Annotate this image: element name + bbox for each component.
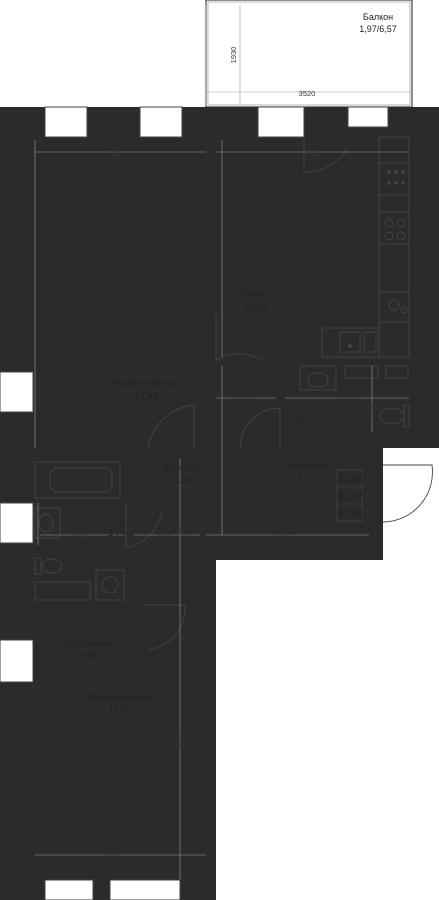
total-with-balcony: 67,84 — [337, 508, 363, 520]
washbasin-small — [299, 365, 337, 391]
bath-washer — [95, 569, 125, 601]
dim-living1-height: 5770 — [41, 288, 50, 305]
dim-hall-width: 3165 — [279, 532, 296, 541]
kitchen-name: Кухня — [243, 289, 267, 299]
bath-washbasin — [34, 507, 61, 539]
dim-living1-width: 3110 — [107, 149, 123, 158]
wall-wardrobe — [33, 609, 35, 610]
window-living2-left — [0, 639, 34, 683]
window-living2-bottom-b — [109, 879, 181, 900]
wall-living1-bottom — [33, 448, 133, 458]
bath-toilet — [41, 558, 63, 574]
hall-area: 2,77 — [297, 473, 315, 483]
wall-bath-right — [126, 458, 134, 503]
window-bath-left — [0, 502, 34, 544]
dim-corridor-width: 1320 — [235, 395, 252, 404]
dim-bath-width: 1760 — [72, 532, 89, 541]
door-entrance — [382, 464, 433, 523]
living2-name: Жилая комната — [87, 692, 152, 702]
wall-bath-right-lower — [126, 545, 134, 600]
door-balcony — [303, 122, 349, 173]
bath-shelf — [34, 581, 91, 601]
door-bath-small — [239, 407, 281, 449]
rooms-count: 2 — [324, 490, 330, 502]
dim-bath-small-width: 2340 — [342, 395, 359, 404]
living1-area: 17,94 — [135, 391, 158, 401]
kitchen-sink — [339, 331, 361, 353]
total-area: 65,87 — [337, 491, 363, 503]
door-living1 — [147, 404, 195, 449]
toilet-small — [379, 407, 405, 425]
living1-name: Жилая комната — [113, 378, 178, 388]
shelf-b — [385, 365, 409, 379]
window-living2-bottom-a — [44, 879, 94, 900]
bath-area: 4,23 — [108, 529, 126, 539]
area-summary: 2 29,95 65,87 67,84 — [324, 469, 363, 522]
bathtub — [34, 461, 121, 499]
dim-balcony-height: 1930 — [229, 47, 238, 64]
wardrobe-area: 2,58 — [78, 651, 96, 661]
hall-name: Прихожая — [285, 460, 327, 470]
doors — [125, 122, 433, 651]
dim-hall-depth: 2710 — [178, 520, 187, 537]
dim-door-gap: 1135 — [158, 532, 174, 541]
dim-living2-width: 3045 — [104, 852, 121, 861]
bath-fixtures — [34, 461, 125, 601]
dim-kitchen-height: 4090 — [228, 239, 237, 256]
dim-living2-height: 4740 — [178, 734, 187, 751]
dimension-labels: 1930 3520 3110 3810 4090 5770 1320 2340 … — [41, 47, 375, 861]
dim-corridor-vertical: 1615 — [227, 415, 236, 432]
dimension-lines — [34, 5, 412, 880]
room-labels: Балкон 1,97/6,57 Кухня 15,58 Жилая комна… — [60, 12, 397, 715]
door-bath — [125, 503, 163, 549]
living-area: 29,95 — [337, 474, 363, 486]
bath-small-area: 3,10 — [291, 428, 309, 438]
dim-kitchen-width: 3810 — [305, 149, 322, 158]
door-kitchen — [215, 315, 263, 361]
kitchen-area: 15,58 — [244, 302, 267, 312]
bath-small-fixtures — [299, 365, 410, 428]
bath-name: С/у — [110, 517, 124, 527]
window-living1-left — [0, 371, 34, 413]
bath-small-name: С/у — [293, 415, 307, 425]
wall-bath-small-left — [276, 366, 285, 402]
living2-area: 12,01 — [109, 705, 132, 715]
wall-kitchen-bottom — [262, 357, 409, 366]
corridor-name: Коридор — [164, 462, 200, 472]
corridor-area: 7,66 — [173, 475, 191, 485]
shelf-a — [344, 365, 379, 379]
window-kitchen-top-2 — [347, 106, 389, 128]
windows — [0, 106, 389, 900]
drainer — [363, 331, 377, 353]
window-living1-top-b — [139, 106, 183, 138]
kitchen-fixtures — [321, 136, 410, 358]
door-living2 — [142, 604, 186, 651]
walls — [0, 107, 439, 900]
window-kitchen-top — [257, 106, 305, 138]
dim-bath-small-height: 1200 — [366, 404, 375, 421]
dim-balcony-width: 3520 — [299, 89, 316, 98]
wall-bath-small-bottom — [340, 432, 409, 440]
counter — [378, 136, 410, 358]
sink-counter — [321, 327, 380, 358]
wall-living1-corridor — [206, 408, 216, 448]
balcony-area: 1,97/6,57 — [359, 24, 397, 34]
outer-wall — [0, 107, 439, 900]
balcony-name: Балкон — [363, 12, 393, 22]
window-living1-top-a — [44, 106, 88, 138]
dim-corridor-lower: 1685 — [228, 491, 237, 508]
wall-corridor-lower — [198, 535, 206, 600]
washing-machine — [378, 291, 410, 323]
wall-living1-kitchen — [206, 137, 216, 367]
wardrobe-name: Гардеробная — [60, 638, 115, 648]
wall-bath-bottom — [33, 600, 123, 609]
dim-bath-depth: 2325 — [45, 516, 54, 533]
